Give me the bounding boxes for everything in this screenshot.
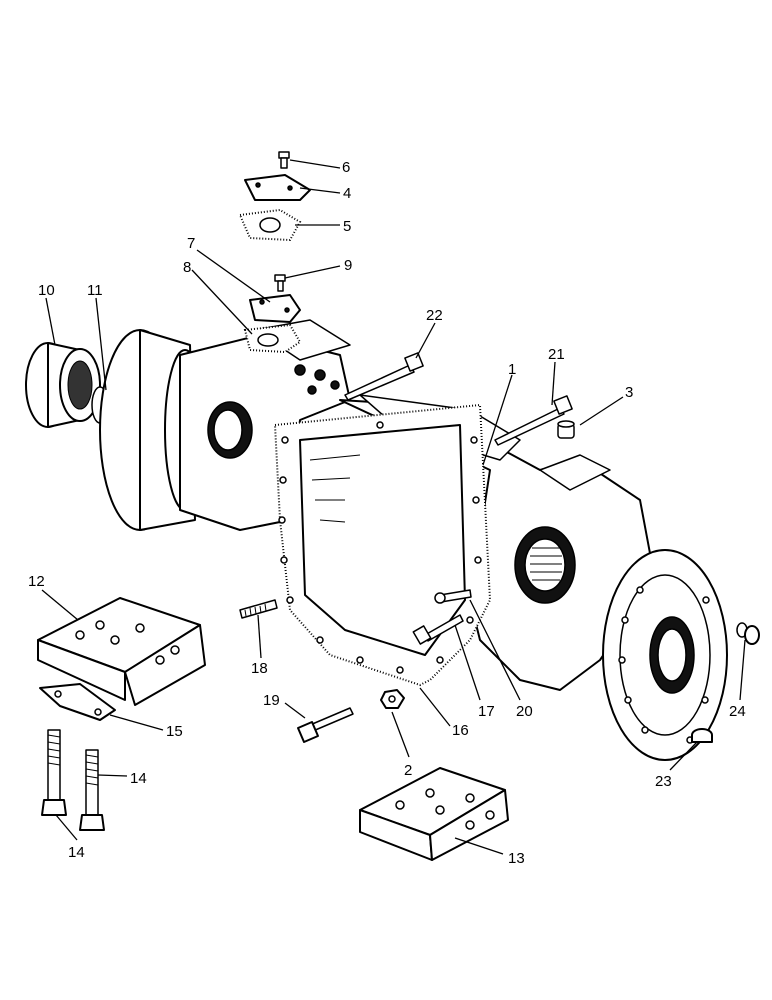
callout-13: 13 bbox=[508, 850, 525, 867]
stud-part-18 bbox=[239, 599, 278, 619]
callout-6: 6 bbox=[342, 159, 350, 176]
callout-12: 12 bbox=[28, 573, 45, 590]
mounting-bracket-part-13 bbox=[359, 767, 509, 861]
callout-7: 7 bbox=[187, 235, 195, 252]
mounting-bracket-part-12 bbox=[37, 597, 206, 706]
bushing-part-23 bbox=[691, 728, 713, 743]
bearing-housing-part-10 bbox=[25, 342, 101, 428]
nut-part-2 bbox=[380, 689, 405, 709]
callout-4: 4 bbox=[343, 185, 351, 202]
callout-21: 21 bbox=[548, 346, 565, 363]
callout-8: 8 bbox=[183, 259, 191, 276]
callout-14-left: 14 bbox=[68, 844, 85, 861]
callout-23: 23 bbox=[655, 773, 672, 790]
plate-part-15 bbox=[39, 683, 116, 721]
callout-24: 24 bbox=[729, 703, 746, 720]
callout-20: 20 bbox=[516, 703, 533, 720]
callout-5: 5 bbox=[343, 218, 351, 235]
bolt-part-17 bbox=[412, 614, 464, 645]
cover-plate-part-4 bbox=[244, 174, 311, 201]
callout-10: 10 bbox=[38, 282, 55, 299]
callout-labels: 1 2 3 4 5 6 7 8 9 10 11 12 13 14 14 15 1… bbox=[28, 159, 746, 867]
bolt-part-19 bbox=[297, 707, 354, 743]
main-housing-left bbox=[179, 319, 351, 531]
screw-part-9 bbox=[274, 274, 286, 292]
plug-part-24 bbox=[736, 622, 760, 645]
callout-1: 1 bbox=[508, 361, 516, 378]
screw-part-6 bbox=[278, 151, 290, 169]
plug-part-3 bbox=[557, 420, 575, 439]
leader-lines bbox=[41, 159, 746, 855]
callout-2: 2 bbox=[404, 762, 412, 779]
callout-3: 3 bbox=[625, 384, 633, 401]
bolt-part-20 bbox=[434, 589, 472, 604]
right-flange bbox=[602, 549, 728, 761]
front-frame-gasket-part-16 bbox=[273, 403, 492, 687]
callout-11: 11 bbox=[87, 282, 103, 299]
cover-plate-part-7 bbox=[249, 294, 301, 323]
callout-22: 22 bbox=[426, 307, 443, 324]
callout-18: 18 bbox=[251, 660, 268, 677]
callout-14-right: 14 bbox=[130, 770, 147, 787]
callout-17: 17 bbox=[478, 703, 495, 720]
long-bolt-part-21 bbox=[494, 395, 573, 446]
long-bolt-part-22 bbox=[344, 352, 424, 401]
callout-9: 9 bbox=[344, 257, 352, 274]
callout-19: 19 bbox=[263, 692, 280, 709]
callout-15: 15 bbox=[166, 723, 183, 740]
bolt-part-14-left bbox=[41, 729, 67, 816]
gasket-part-5 bbox=[238, 208, 302, 242]
bolt-part-14-right bbox=[79, 749, 105, 831]
callout-16: 16 bbox=[452, 722, 469, 739]
gasket-part-8 bbox=[243, 323, 302, 354]
